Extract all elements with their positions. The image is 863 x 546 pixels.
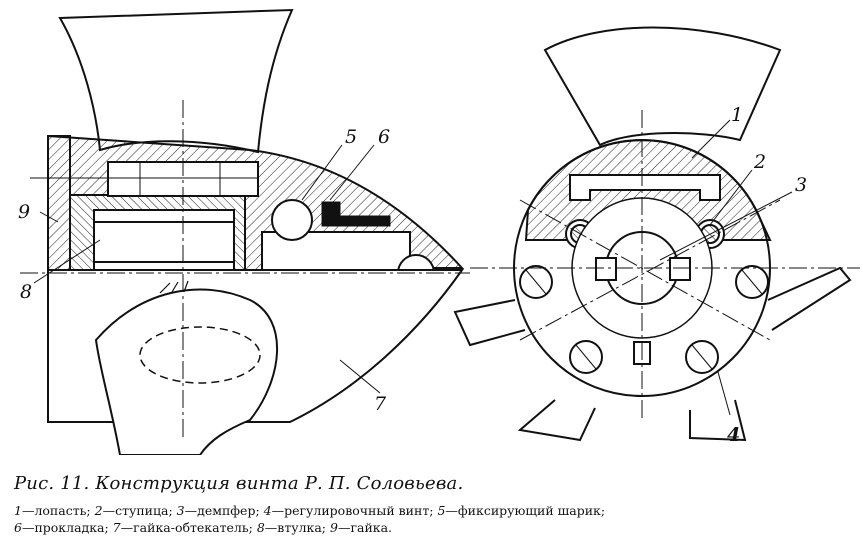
callout-3: 3 — [795, 174, 807, 196]
legend-text: —втулка; — [264, 520, 330, 535]
callout-1: 1 — [731, 104, 743, 126]
legend-text: —прокладка; — [21, 520, 113, 535]
legend-number: 7 — [112, 520, 121, 535]
front-blade-upper — [543, 26, 782, 147]
legend-number: 6 — [14, 520, 22, 535]
callout-8: 8 — [20, 281, 32, 303]
legend-number: 8 — [256, 520, 265, 535]
callout-5: 5 — [345, 126, 357, 148]
callout-4: 4 — [727, 424, 740, 446]
legend-number: 2 — [94, 503, 103, 518]
legend-number: 4 — [263, 503, 272, 518]
blade-upper — [58, 8, 294, 154]
legend-text: —фиксирующий шарик; — [445, 503, 606, 518]
legend-text: —гайка. — [337, 520, 393, 535]
blade-lower — [94, 288, 279, 455]
legend-line-1: 1—лопасть; 2—ступица; 3—демпфер; 4—регул… — [14, 502, 859, 519]
legend-text: —гайка-обтекатель; — [120, 520, 257, 535]
legend-number: 3 — [176, 503, 185, 518]
nut-9 — [47, 135, 71, 271]
side-section-view — [20, 8, 470, 455]
gasket-6 — [321, 201, 391, 227]
legend-number: 9 — [329, 520, 338, 535]
callout-6: 6 — [378, 126, 390, 148]
figure-legend: 1—лопасть; 2—ступица; 3—демпфер; 4—регул… — [14, 502, 859, 536]
front-section-view — [453, 26, 860, 442]
legend-text: —демпфер; — [184, 503, 264, 518]
propeller-drawing: 5 6 9 8 7 — [18, 8, 860, 455]
figure-caption-title: Рис. 11. Конструкция винта Р. П. Соловье… — [14, 473, 464, 494]
legend-number: 5 — [437, 503, 446, 518]
legend-text: —лопасть; — [21, 503, 95, 518]
callout-2: 2 — [753, 151, 766, 173]
legend-line-2: 6—прокладка; 7—гайка-обтекатель; 8—втулк… — [14, 519, 859, 536]
ball-5 — [271, 199, 313, 241]
callout-7: 7 — [374, 393, 387, 415]
legend-text: —ступица; — [102, 503, 177, 518]
callout-9: 9 — [18, 201, 30, 223]
legend-text: —регулировочный винт; — [271, 503, 438, 518]
legend-number: 1 — [14, 503, 22, 518]
